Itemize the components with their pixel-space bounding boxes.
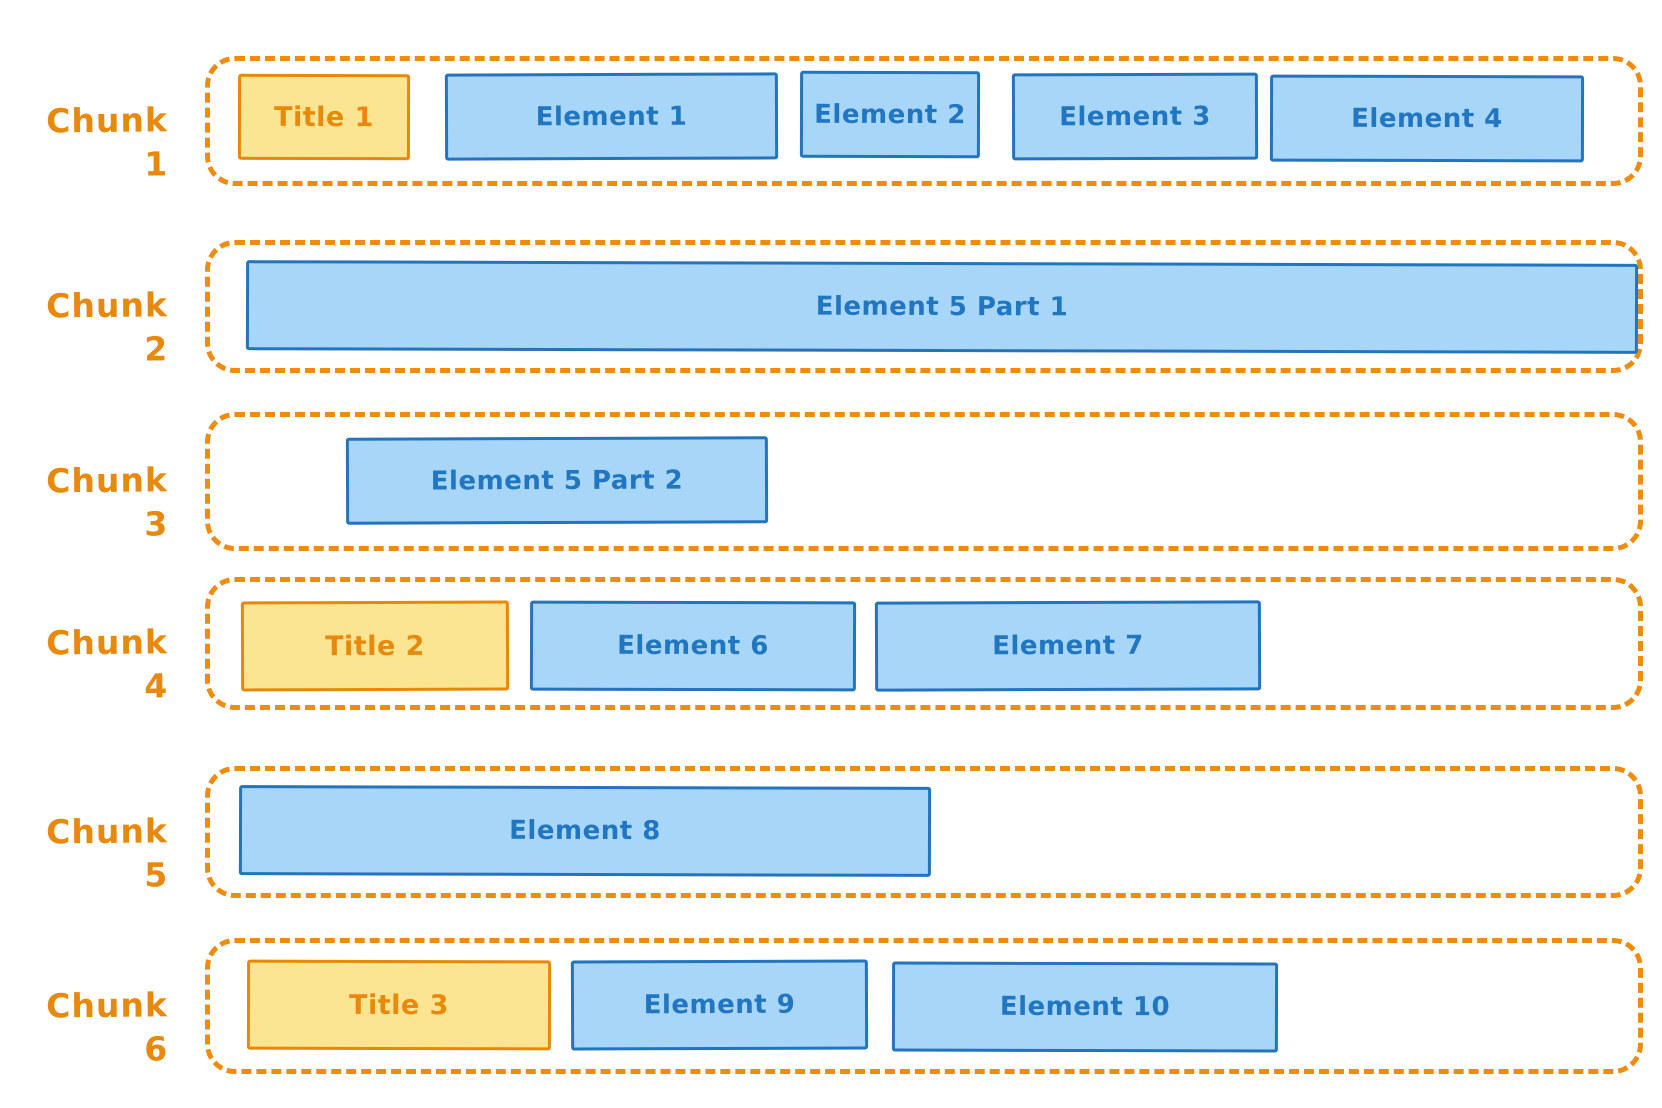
chunk-2-container bbox=[205, 240, 1643, 373]
title-2-box: Title 2 bbox=[240, 600, 510, 692]
element-10-box: Element 10 bbox=[891, 961, 1279, 1053]
chunk-2-label: Chunk 2 bbox=[45, 285, 169, 369]
chunk-5-label: Chunk 5 bbox=[45, 811, 169, 895]
element-3-box: Element 3 bbox=[1011, 72, 1259, 161]
element-8-box: Element 8 bbox=[238, 785, 932, 877]
element-9-box: Element 9 bbox=[570, 959, 869, 1051]
chunk-4-label: Chunk 4 bbox=[45, 622, 169, 706]
title-3-box: Title 3 bbox=[246, 959, 552, 1051]
element-5-part-2-box: Element 5 Part 2 bbox=[345, 436, 769, 525]
chunk-1-label: Chunk 1 bbox=[45, 100, 169, 184]
element-2-box: Element 2 bbox=[799, 70, 981, 159]
chunk-6-container bbox=[205, 938, 1643, 1074]
element-7-box: Element 7 bbox=[874, 600, 1262, 692]
chunk-4-container bbox=[205, 577, 1643, 710]
title-1-box: Title 1 bbox=[237, 73, 411, 161]
chunk-5-container bbox=[205, 766, 1643, 898]
element-1-box: Element 1 bbox=[444, 72, 779, 161]
element-4-box: Element 4 bbox=[1269, 74, 1585, 163]
chunk-6-label: Chunk 6 bbox=[45, 985, 169, 1069]
chunk-3-label: Chunk 3 bbox=[45, 460, 169, 544]
chunk-3-container bbox=[205, 412, 1643, 551]
element-5-part-1-box: Element 5 Part 1 bbox=[245, 260, 1639, 354]
chunk-1-container bbox=[205, 56, 1643, 186]
element-6-box: Element 6 bbox=[529, 600, 857, 692]
